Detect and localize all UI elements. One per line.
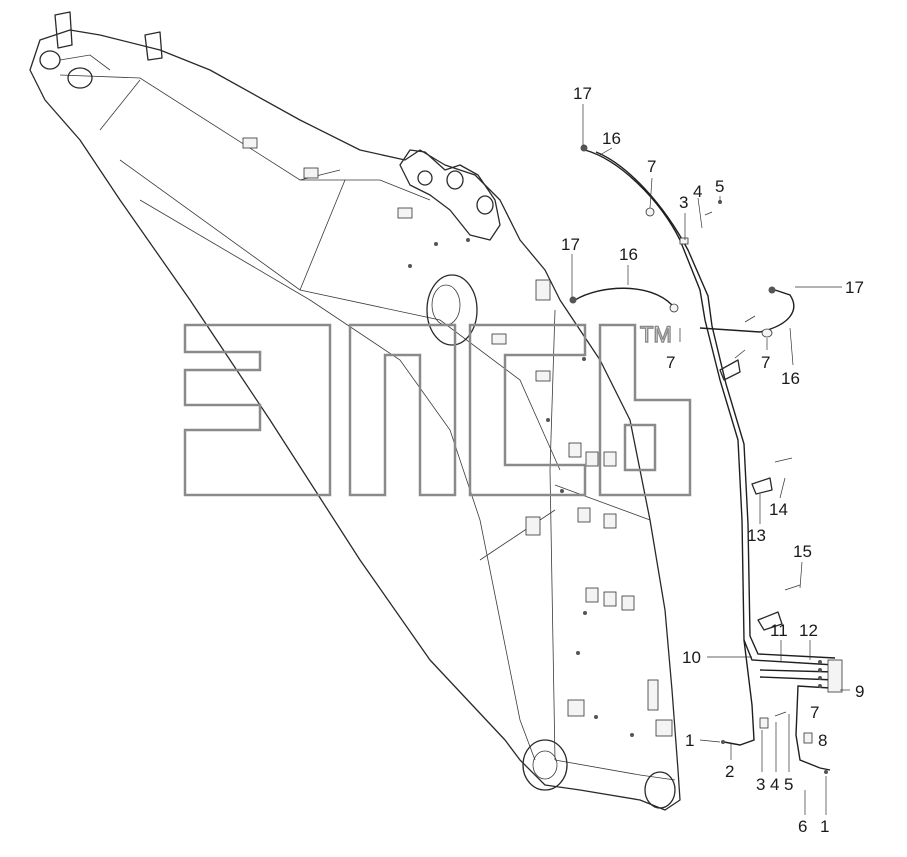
callout-7: 7 [647,157,656,176]
leader-lines [571,104,850,815]
callout-4: 4 [770,775,779,794]
callout-6: 6 [798,817,807,836]
callout-16: 16 [619,245,638,264]
callout-2: 2 [725,762,734,781]
callout-1: 1 [820,817,829,836]
boom-arm [29,11,681,811]
callout-14: 14 [769,500,788,519]
callout-9: 9 [855,682,864,701]
watermark-logo: TM [183,321,692,497]
callout-7: 7 [761,353,770,372]
callout-16: 16 [781,369,800,388]
callout-3: 3 [679,193,688,212]
callout-12: 12 [799,621,818,640]
callout-5: 5 [715,177,724,196]
callout-4: 4 [693,182,702,201]
callout-5: 5 [784,775,793,794]
callout-17: 17 [561,235,580,254]
callout-13: 13 [747,526,766,545]
callout-3: 3 [756,775,765,794]
callout-8: 8 [818,731,827,750]
callout-labels: 17 16 7 3 4 5 17 16 17 7 7 16 14 13 15 1… [561,84,864,836]
hydraulic-lines [569,144,843,774]
callout-7: 7 [666,353,675,372]
callout-17: 17 [845,278,864,297]
callout-11: 11 [770,621,788,640]
callout-16: 16 [602,129,621,148]
callout-10: 10 [682,648,701,667]
callout-17: 17 [573,84,592,103]
callout-15: 15 [793,542,812,561]
watermark-trademark: TM [640,322,672,347]
callout-1: 1 [685,731,694,750]
callout-7: 7 [810,703,819,722]
